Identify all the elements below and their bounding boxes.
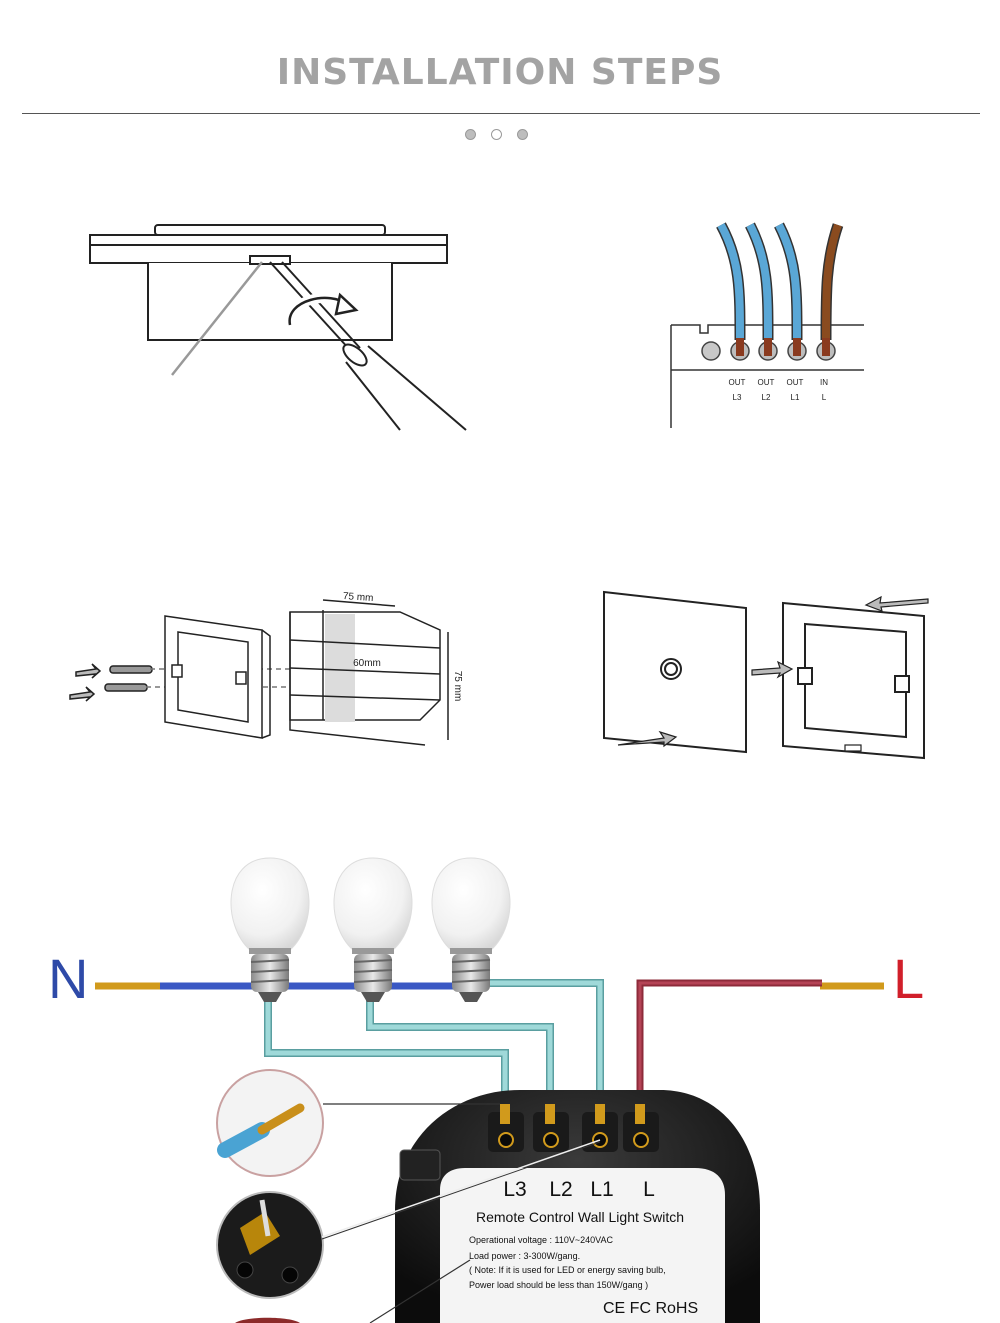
light-bulb (431, 857, 511, 1002)
terminal-label-top: IN (820, 378, 828, 387)
module-label-line: Load power : 3-300W/gang. (469, 1251, 580, 1261)
title-divider (22, 113, 980, 114)
step-mount-frame-illustration: 75 mm 60mm 75 mm (69, 591, 463, 746)
carousel-dots (465, 129, 528, 140)
neutral-label: N (48, 947, 88, 1010)
carousel-dot[interactable] (465, 129, 476, 140)
dimension-depth: 60mm (353, 658, 381, 669)
light-bulb (333, 857, 413, 1002)
terminal-label-top: OUT (758, 378, 775, 387)
module-terminal-label: L1 (590, 1178, 613, 1201)
callout-partial (235, 1259, 471, 1323)
terminal-label-bottom: L1 (791, 393, 800, 402)
module-label-line: Power load should be less than 150W/gang… (469, 1280, 648, 1290)
light-bulb (230, 857, 310, 1002)
module-terminal-label: L3 (503, 1178, 526, 1201)
dimension-width: 75 mm (343, 591, 374, 604)
step-remove-panel-illustration (89, 224, 467, 431)
terminal-label-bottom: L3 (733, 393, 742, 402)
step-attach-panel-illustration (603, 590, 929, 760)
wiring-diagram: N L (48, 857, 924, 1323)
page-title: INSTALLATION STEPS (276, 52, 724, 93)
module-terminal-label: L2 (549, 1178, 572, 1201)
dimension-height: 75 mm (452, 671, 463, 702)
module-label-line: Operational voltage : 110V~240VAC (469, 1235, 614, 1245)
module-terminal-label: L (643, 1178, 655, 1201)
terminal-label-top: OUT (787, 378, 804, 387)
terminal-label-bottom: L (822, 393, 827, 402)
terminal-label-top: OUT (729, 378, 746, 387)
switch-module: L3 L2 L1 L Remote Control Wall Light Swi… (395, 1090, 760, 1323)
step-terminal-wiring-illustration: OUT OUT OUT IN L3 L2 L1 L (670, 222, 864, 428)
carousel-dot[interactable] (517, 129, 528, 140)
module-label-title: Remote Control Wall Light Switch (476, 1209, 684, 1225)
terminal-label-bottom: L2 (762, 393, 771, 402)
certification-marks: CE FC RoHS (603, 1300, 698, 1317)
module-label-line: ( Note: If it is used for LED or energy … (469, 1265, 666, 1275)
carousel-dot[interactable] (491, 129, 502, 140)
callout-stripped-wire (216, 1069, 500, 1177)
live-label: L (893, 947, 924, 1010)
callout-screw-terminal (216, 1139, 601, 1299)
